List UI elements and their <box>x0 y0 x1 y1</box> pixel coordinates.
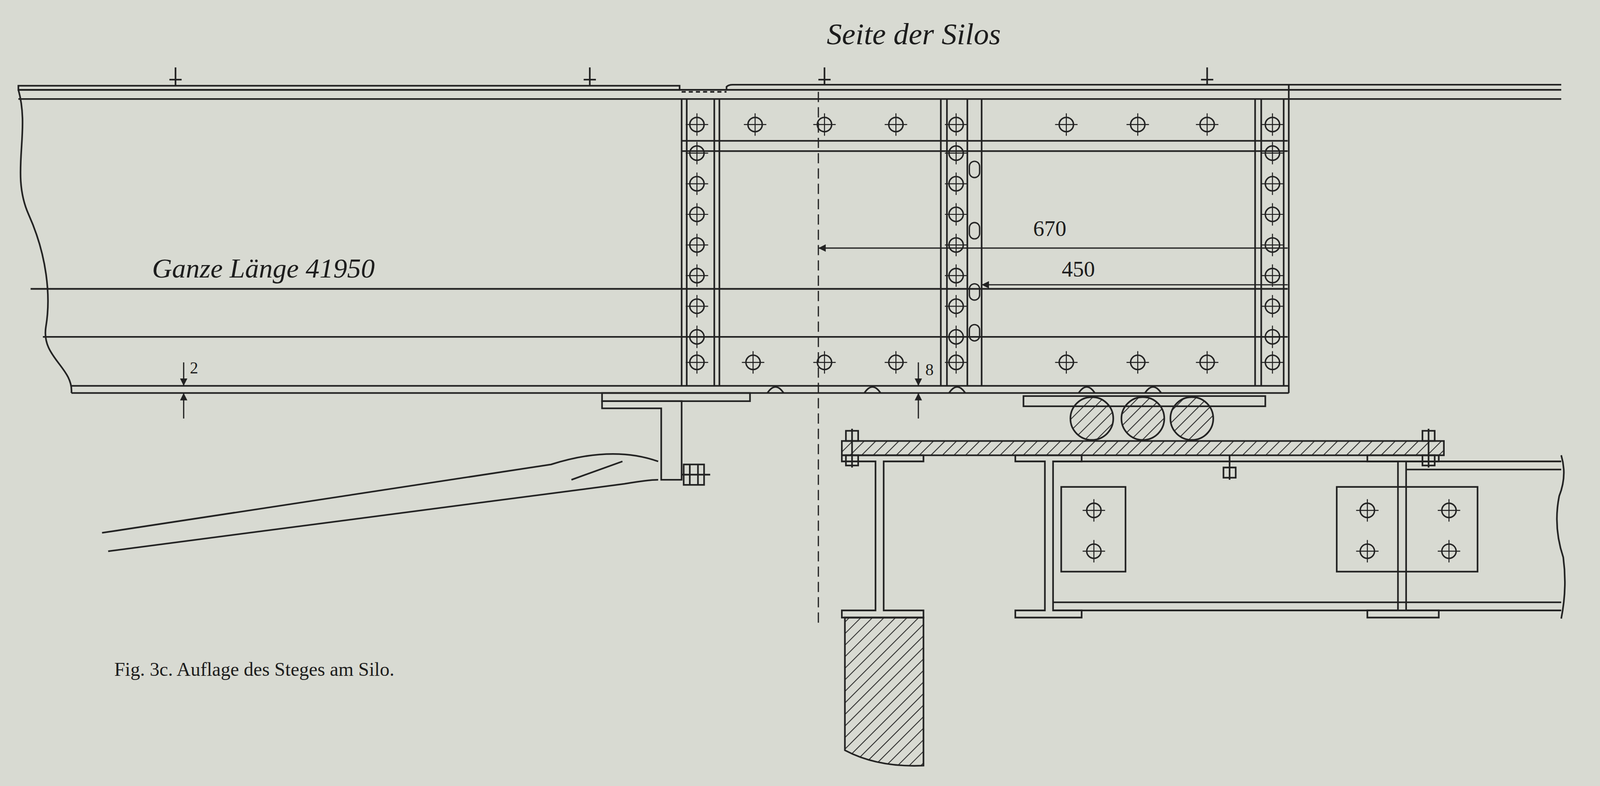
figure-caption: Fig. 3c. Auflage des Steges am Silo. <box>112 658 397 681</box>
dimension: 670 <box>1031 215 1069 242</box>
dimension: 450 <box>1059 256 1097 282</box>
part-label: Seite der Silos <box>824 16 1003 52</box>
dimension: 2 <box>188 358 200 378</box>
part-label: Ganze Länge 41950 <box>150 252 377 285</box>
dimension: 8 <box>923 360 936 380</box>
